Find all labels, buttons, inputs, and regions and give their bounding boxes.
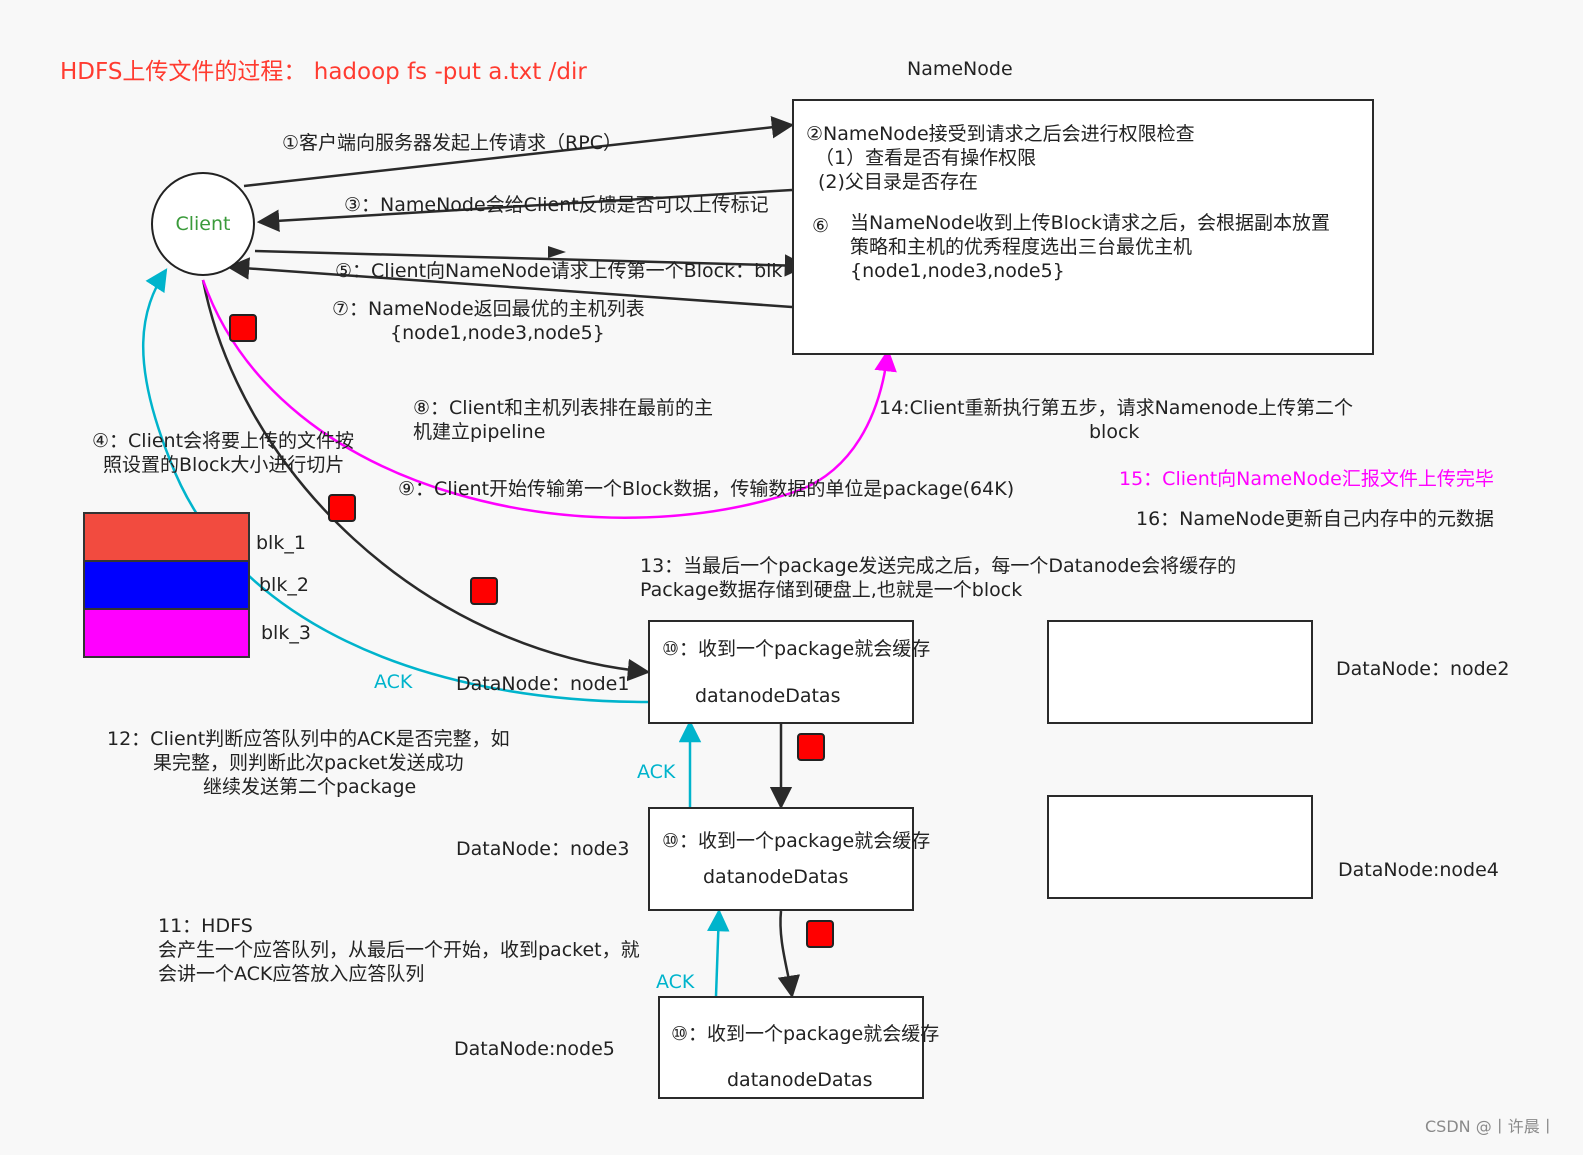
step8-label-1: ⑧：Client和主机列表排在最前的主 [413, 397, 714, 419]
arrow-pipeline [201, 279, 651, 682]
packet-marker-3 [470, 577, 498, 605]
watermark: CSDN @丨许晨丨 [1425, 1117, 1556, 1136]
packet-marker-4 [797, 733, 825, 761]
arrow-upload-request [243, 116, 795, 188]
packet-marker-5 [806, 920, 834, 948]
step14-label-1: 14:Client重新执行第五步，请求Namenode上传第二个 [879, 397, 1354, 419]
datanode-node4-box [1047, 795, 1313, 899]
namenode-text-6: {node1,node3,node5} [850, 260, 1065, 282]
namenode-step6-num: ⑥ [812, 215, 830, 237]
step11-label-1: 11：HDFS [158, 915, 253, 937]
step11-label-2: 会产生一个应答队列，从最后一个开始，收到packet，就 [158, 939, 640, 961]
namenode-text-5: 策略和主机的优秀程度选出三台最优主机 [850, 236, 1193, 258]
step12-label-1: 12：Client判断应答队列中的ACK是否完整，如 [107, 728, 510, 750]
datanode-node1-recv: ⑩：收到一个package就会缓存 [662, 638, 931, 660]
datanode-node1-box [648, 620, 914, 724]
step7-label-2: {node1,node3,node5} [390, 322, 605, 344]
datanode-node5-label: DataNode:node5 [454, 1038, 615, 1060]
namenode-text-2: （1）查看是否有操作权限 [815, 147, 1037, 169]
datanode-node5-box [658, 996, 924, 1099]
datanode-node5-recv: ⑩：收到一个package就会缓存 [671, 1023, 940, 1045]
client-label: Client [175, 213, 231, 235]
block-blk1 [83, 512, 250, 562]
step4-label-1: ④：Client会将要上传的文件按 [92, 430, 355, 452]
arrow-ack-node3 [707, 908, 730, 997]
step5-label: ⑤：Client向NameNode请求上传第一个Block：blk [335, 260, 783, 282]
arrow-request-block [254, 249, 808, 277]
step16-label: 16：NameNode更新自己内存中的元数据 [1136, 508, 1494, 530]
step14-label-2: block [1089, 421, 1140, 443]
ack-label-node3: ACK [656, 971, 695, 993]
namenode-label: NameNode [907, 58, 1013, 80]
datanode-node3-box [648, 807, 914, 911]
client-node: Client [151, 172, 255, 276]
arrow-host-list [226, 257, 793, 309]
ack-label-node1: ACK [637, 761, 676, 783]
step13-label-2: Package数据存储到硬盘上,也就是一个block [640, 579, 1023, 601]
datanode-node1-data: datanodeDatas [695, 685, 841, 707]
step1-label: ①客户端向服务器发起上传请求（RPC） [282, 132, 622, 154]
datanode-node2-label: DataNode：node2 [1336, 658, 1510, 680]
step13-label-1: 13：当最后一个package发送完成之后，每一个Datanode会将缓存的 [640, 555, 1237, 577]
step12-label-2: 果完整，则判断此次packet发送成功 [153, 752, 464, 774]
namenode-text-3: (2)父目录是否存在 [818, 171, 978, 193]
block-label-3: blk_3 [261, 622, 311, 644]
step9-label: ⑨：Client开始传输第一个Block数据，传输数据的单位是package(6… [398, 478, 1015, 500]
step11-label-3: 会讲一个ACK应答放入应答队列 [158, 963, 425, 985]
step8-label-2: 机建立pipeline [413, 421, 546, 443]
packet-marker-1 [229, 314, 257, 342]
datanode-node3-label: DataNode：node3 [456, 838, 630, 860]
datanode-node4-label: DataNode:node4 [1338, 859, 1499, 881]
datanode-node5-data: datanodeDatas [727, 1069, 873, 1091]
block-blk2 [83, 560, 250, 610]
step12-label-3: 继续发送第二个package [203, 776, 417, 798]
namenode-text-4: 当NameNode收到上传Block请求之后，会根据副本放置 [850, 212, 1331, 234]
arrow-upload-feedback [256, 188, 793, 233]
page-title: HDFS上传文件的过程： hadoop fs -put a.txt /dir [60, 59, 587, 85]
step4-label-2: 照设置的Block大小进行切片 [103, 454, 345, 476]
namenode-box [792, 99, 1374, 355]
datanode-node2-box [1047, 620, 1313, 724]
arrow-request-block-mid [548, 246, 566, 258]
packet-marker-2 [328, 494, 356, 522]
datanode-node3-recv: ⑩：收到一个package就会缓存 [662, 830, 931, 852]
step7-label-1: ⑦：NameNode返回最优的主机列表 [332, 298, 645, 320]
arrow-next-block [201, 279, 897, 519]
ack-label-client: ACK [374, 671, 413, 693]
arrow-node3-node5 [777, 910, 801, 999]
block-blk3 [83, 608, 250, 658]
block-label-1: blk_1 [256, 532, 306, 554]
block-label-2: blk_2 [259, 574, 309, 596]
step3-label: ③：NameNode会给Client反馈是否可以上传标记 [344, 194, 769, 216]
namenode-text-1: ②NameNode接受到请求之后会进行权限检查 [806, 123, 1195, 145]
datanode-node3-data: datanodeDatas [703, 866, 849, 888]
datanode-node1-label: DataNode：node1 [456, 673, 630, 695]
step15-label: 15：Client向NameNode汇报文件上传完毕 [1119, 468, 1494, 490]
